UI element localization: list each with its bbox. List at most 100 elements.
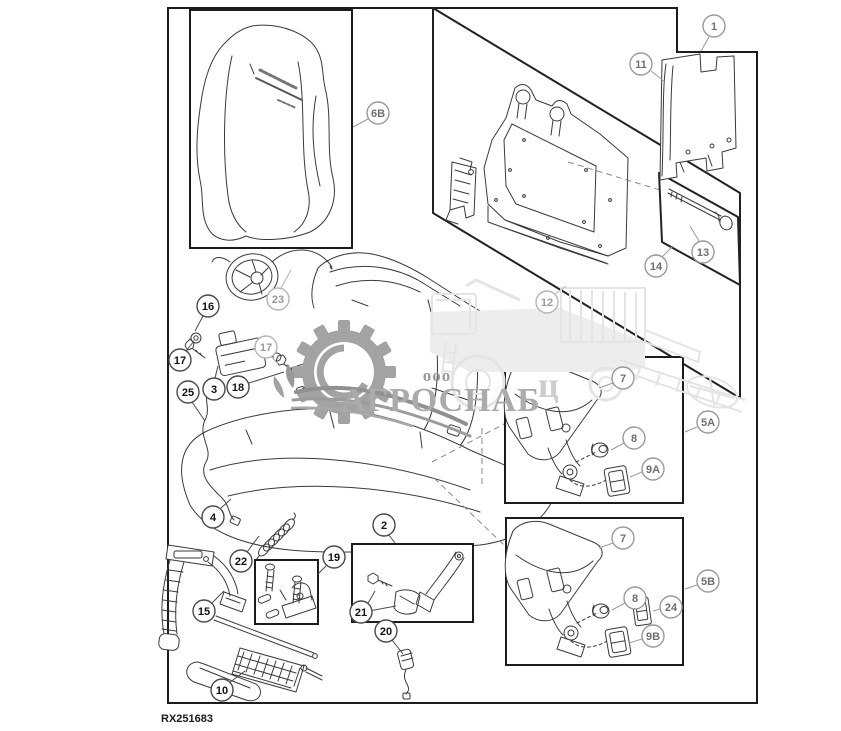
callout-leader — [650, 70, 666, 83]
callout-circle — [702, 14, 726, 38]
callout-leader — [280, 269, 292, 289]
dashed-leader-5b — [433, 477, 506, 547]
callout-leader — [598, 542, 614, 549]
combine-harvester-watermark — [430, 278, 746, 413]
callout-leader — [700, 36, 710, 52]
callout-label: 19 — [328, 552, 340, 564]
bolt-washer-16-17-drawing — [184, 332, 206, 359]
backrest-frame-drawing — [483, 84, 629, 265]
callout-circle — [254, 335, 278, 359]
callout-leader — [684, 426, 698, 433]
callout-4-13: 4 — [201, 498, 232, 529]
callout-circle — [192, 599, 216, 623]
callout-15-15: 15 — [192, 590, 225, 623]
callout-label: 16 — [202, 301, 214, 313]
callout-label: 6B — [371, 108, 385, 120]
callout-label: 20 — [380, 626, 392, 638]
callout-circle — [611, 366, 635, 390]
callout-8-22: 8 — [610, 426, 646, 451]
latch-kit-drawing — [367, 551, 465, 615]
callout-25-12: 25 — [176, 380, 206, 422]
drawing-code: RX251683 — [161, 713, 213, 725]
callout-label: 24 — [665, 602, 678, 614]
callout-circle — [691, 240, 715, 264]
gear-watermark — [273, 320, 472, 438]
callout-22-14: 22 — [229, 535, 260, 573]
callout-circle — [644, 254, 668, 278]
callout-20-19: 20 — [374, 619, 404, 655]
callout-leader — [554, 285, 567, 295]
callout-leader — [228, 670, 246, 684]
callout-label: 12 — [541, 297, 553, 309]
callout-leader — [652, 608, 661, 612]
callout-leader — [629, 471, 643, 478]
callout-label: 25 — [182, 387, 194, 399]
backrest-cover-drawing — [196, 24, 335, 241]
callout-circle — [623, 586, 647, 610]
callout-circle — [629, 52, 653, 76]
callout-circle — [349, 600, 373, 624]
callout-9b-28: 9B — [628, 624, 665, 648]
callout-14-4: 14 — [644, 245, 674, 278]
callout-leader — [684, 584, 698, 590]
callout-17-10: 17 — [254, 335, 279, 365]
callout-label: 3 — [211, 384, 217, 396]
callout-leader — [610, 442, 625, 451]
callout-label: 1 — [711, 21, 717, 33]
callout-leader — [246, 535, 260, 553]
back-cover-plate-drawing — [659, 53, 737, 181]
callout-label: 18 — [232, 382, 244, 394]
callout-9a-23: 9A — [629, 457, 665, 481]
callout-label: 22 — [235, 556, 247, 568]
rail-assembly-drawing — [186, 615, 323, 702]
wiring-harness-drawing — [202, 391, 241, 526]
callout-label: 21 — [355, 607, 367, 619]
callout-label: 9A — [646, 464, 660, 476]
callout-leader — [689, 225, 700, 242]
inset-box-19 — [254, 559, 319, 625]
callout-5b-29: 5B — [684, 569, 720, 593]
callout-19-16: 19 — [317, 545, 346, 575]
callout-label: 15 — [198, 606, 210, 618]
handwheel-drawing — [211, 249, 333, 301]
callout-17-8: 17 — [168, 340, 195, 372]
callout-circle — [322, 545, 346, 569]
callout-12-5: 12 — [535, 285, 567, 314]
watermark-brand: АГРОСНАБ — [341, 382, 541, 419]
callout-2-17: 2 — [372, 513, 396, 544]
bolt-kit-drawing — [257, 563, 317, 619]
callout-label: 23 — [272, 294, 284, 306]
callout-7-21: 7 — [598, 366, 635, 390]
callout-circle — [696, 410, 720, 434]
callout-leader — [368, 605, 397, 612]
callout-leader — [391, 639, 404, 655]
callout-circle — [176, 380, 200, 404]
callout-leader — [248, 371, 285, 384]
callout-circle — [196, 294, 220, 318]
callout-label: 17 — [174, 355, 186, 367]
callout-leader — [211, 590, 225, 604]
callout-13-3: 13 — [689, 225, 715, 264]
callout-circle — [168, 348, 192, 372]
callout-label: 13 — [697, 247, 709, 259]
callout-leader — [185, 340, 195, 352]
wheat-watermark — [273, 364, 472, 438]
callout-circle — [535, 290, 559, 314]
watermark-ooo: ооо — [423, 366, 452, 385]
callout-23-6: 23 — [266, 269, 292, 311]
callout-1-1: 1 — [700, 14, 726, 52]
panel-latch-bracket-drawing — [445, 157, 477, 225]
dashed-leader-5a — [431, 423, 505, 463]
watermark: ооо АГРОСНАБ ц — [273, 278, 746, 438]
callout-leader — [387, 533, 396, 544]
callout-circle — [210, 678, 234, 702]
callout-circle — [201, 505, 225, 529]
torsion-rod-panel — [567, 161, 741, 286]
callout-leader — [661, 245, 674, 258]
watermark-letter: ц — [538, 365, 560, 405]
callout-circle — [366, 101, 390, 125]
callout-label: 10 — [216, 685, 228, 697]
torsion-rod-drawing — [667, 188, 733, 231]
callout-leader — [220, 498, 232, 509]
